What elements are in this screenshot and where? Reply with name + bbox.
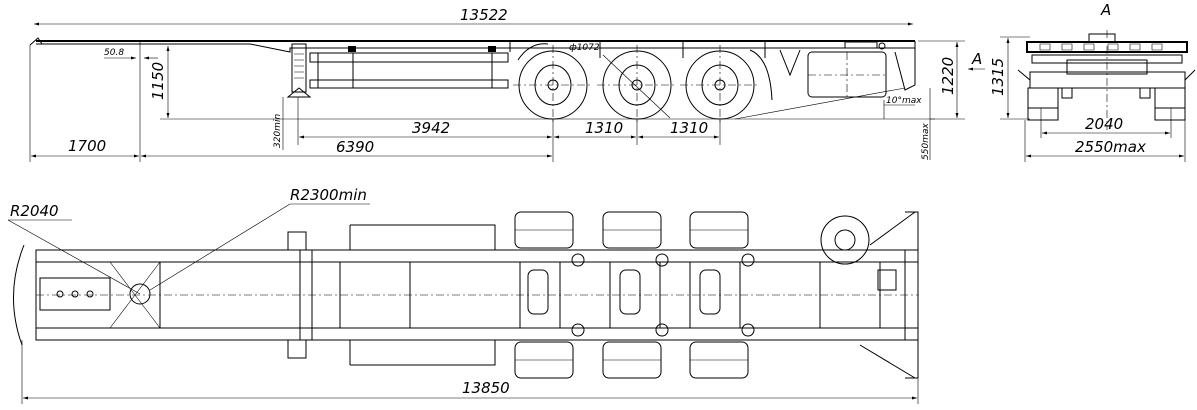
dim-kingpin-offset: 50.8 [104,48,124,58]
wheel-1 [513,45,593,125]
dim-wheel-diameter: ф1072 [569,43,600,53]
side-wheels [513,43,773,125]
dim-overall-length: 13522 [460,6,508,24]
dim-overall-width: 2550max [1075,138,1146,156]
dim-front-overhang: 1700 [68,137,106,155]
plan-view: 13850 R2040 R2300min [7,186,919,404]
dim-landing-gear-clearance: 320min [273,114,283,148]
dim-landing-gear-to-axle: 3942 [412,119,450,137]
dim-kingpin-to-axle: 6390 [336,138,374,156]
wheel-2 [597,45,677,125]
landing-gear [286,43,312,98]
plan-wheels [514,211,755,379]
kingpin [129,283,151,305]
wheel-3 [680,45,760,125]
spare-wheel [820,215,870,265]
side-view: 13522 50.8 1150 1700 6390 3942 320min 13… [29,6,985,162]
side-dimensions: 13522 50.8 1150 1700 6390 3942 320min 13… [29,6,985,162]
dim-rear-height: 1315 [989,58,1007,96]
dim-swing-radius: R2300min [290,186,367,204]
plan-dimensions: 13850 R2040 R2300min [7,186,919,404]
dim-axle-spacing-1: 1310 [585,119,623,137]
rear-box [779,48,916,98]
departure-line [734,87,906,120]
side-toolbox [309,46,509,89]
dim-rear-clearance: 550max [921,123,931,160]
rear-dimensions: 1315 2040 2550max [989,36,1186,162]
dim-departure-angle: 10°max [886,96,922,106]
dim-axle-spacing-2: 1310 [670,119,708,137]
dim-coupling-height: 1150 [149,62,167,100]
section-marker-a: A [971,50,982,68]
dim-front-radius: R2040 [10,202,59,220]
dim-deck-height: 1220 [939,57,957,95]
dim-track-width: 2040 [1085,115,1123,133]
dim-plan-overall-length: 13850 [462,379,510,397]
rear-view-title: A [1100,1,1111,19]
side-frame [29,37,916,58]
rear-view: A 1315 2040 2550max [989,1,1196,162]
